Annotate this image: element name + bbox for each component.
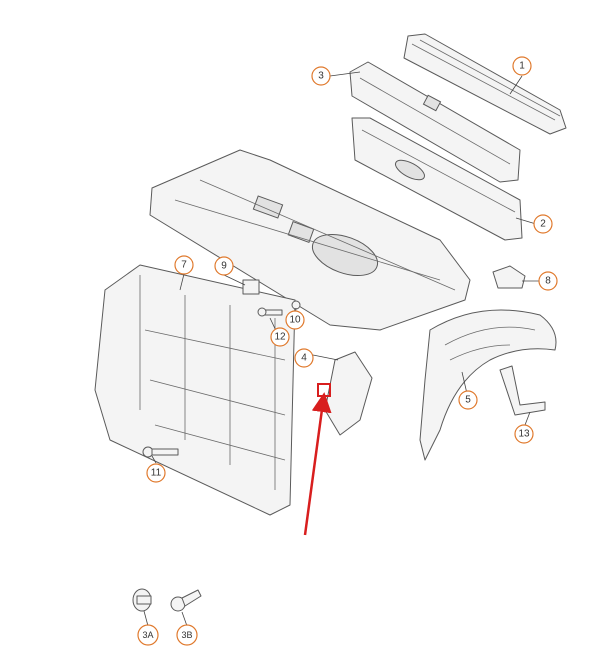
callout-3b: 3B <box>176 624 198 646</box>
svg-text:1: 1 <box>519 61 525 72</box>
part-13-bracket <box>499 365 546 416</box>
highlight-arrow <box>303 392 332 536</box>
svg-text:8: 8 <box>545 276 551 287</box>
callout-3a: 3A <box>137 624 159 646</box>
part-12-screw <box>257 307 283 317</box>
part-9-clip <box>242 279 260 295</box>
callout-11: 11 <box>146 463 166 483</box>
part-4-bracket <box>317 351 373 436</box>
svg-text:2: 2 <box>540 219 546 230</box>
part-3a-rivet <box>132 588 152 612</box>
callout-9: 9 <box>214 256 234 276</box>
callout-13: 13 <box>514 424 534 444</box>
part-3b-screw <box>170 589 202 612</box>
callout-1: 1 <box>512 56 532 76</box>
svg-text:3A: 3A <box>142 630 153 640</box>
svg-text:13: 13 <box>518 429 530 440</box>
part-5-wheel-housing <box>419 309 557 461</box>
svg-text:3: 3 <box>318 71 324 82</box>
callout-7: 7 <box>174 255 194 275</box>
svg-text:3B: 3B <box>181 630 192 640</box>
callout-4: 4 <box>294 348 314 368</box>
callout-12: 12 <box>270 327 290 347</box>
part-1-upper-panel <box>403 33 567 135</box>
svg-text:10: 10 <box>289 315 301 326</box>
part-7-rear-panel <box>94 264 296 516</box>
part-2-trough-member <box>351 117 523 241</box>
part-8-clip <box>492 265 526 289</box>
part-10-nut <box>291 300 301 310</box>
callout-2: 2 <box>533 214 553 234</box>
svg-text:7: 7 <box>181 260 187 271</box>
svg-text:9: 9 <box>221 261 227 272</box>
callout-8: 8 <box>538 271 558 291</box>
svg-text:12: 12 <box>274 332 286 343</box>
svg-text:5: 5 <box>465 395 471 406</box>
parcel-shelf <box>149 149 471 331</box>
part-3-cross-member <box>349 61 521 183</box>
callout-10: 10 <box>285 310 305 330</box>
part-11-screw <box>142 446 179 458</box>
svg-text:11: 11 <box>151 468 162 479</box>
callout-5: 5 <box>458 390 478 410</box>
svg-text:4: 4 <box>301 353 307 364</box>
callout-3: 3 <box>311 66 331 86</box>
